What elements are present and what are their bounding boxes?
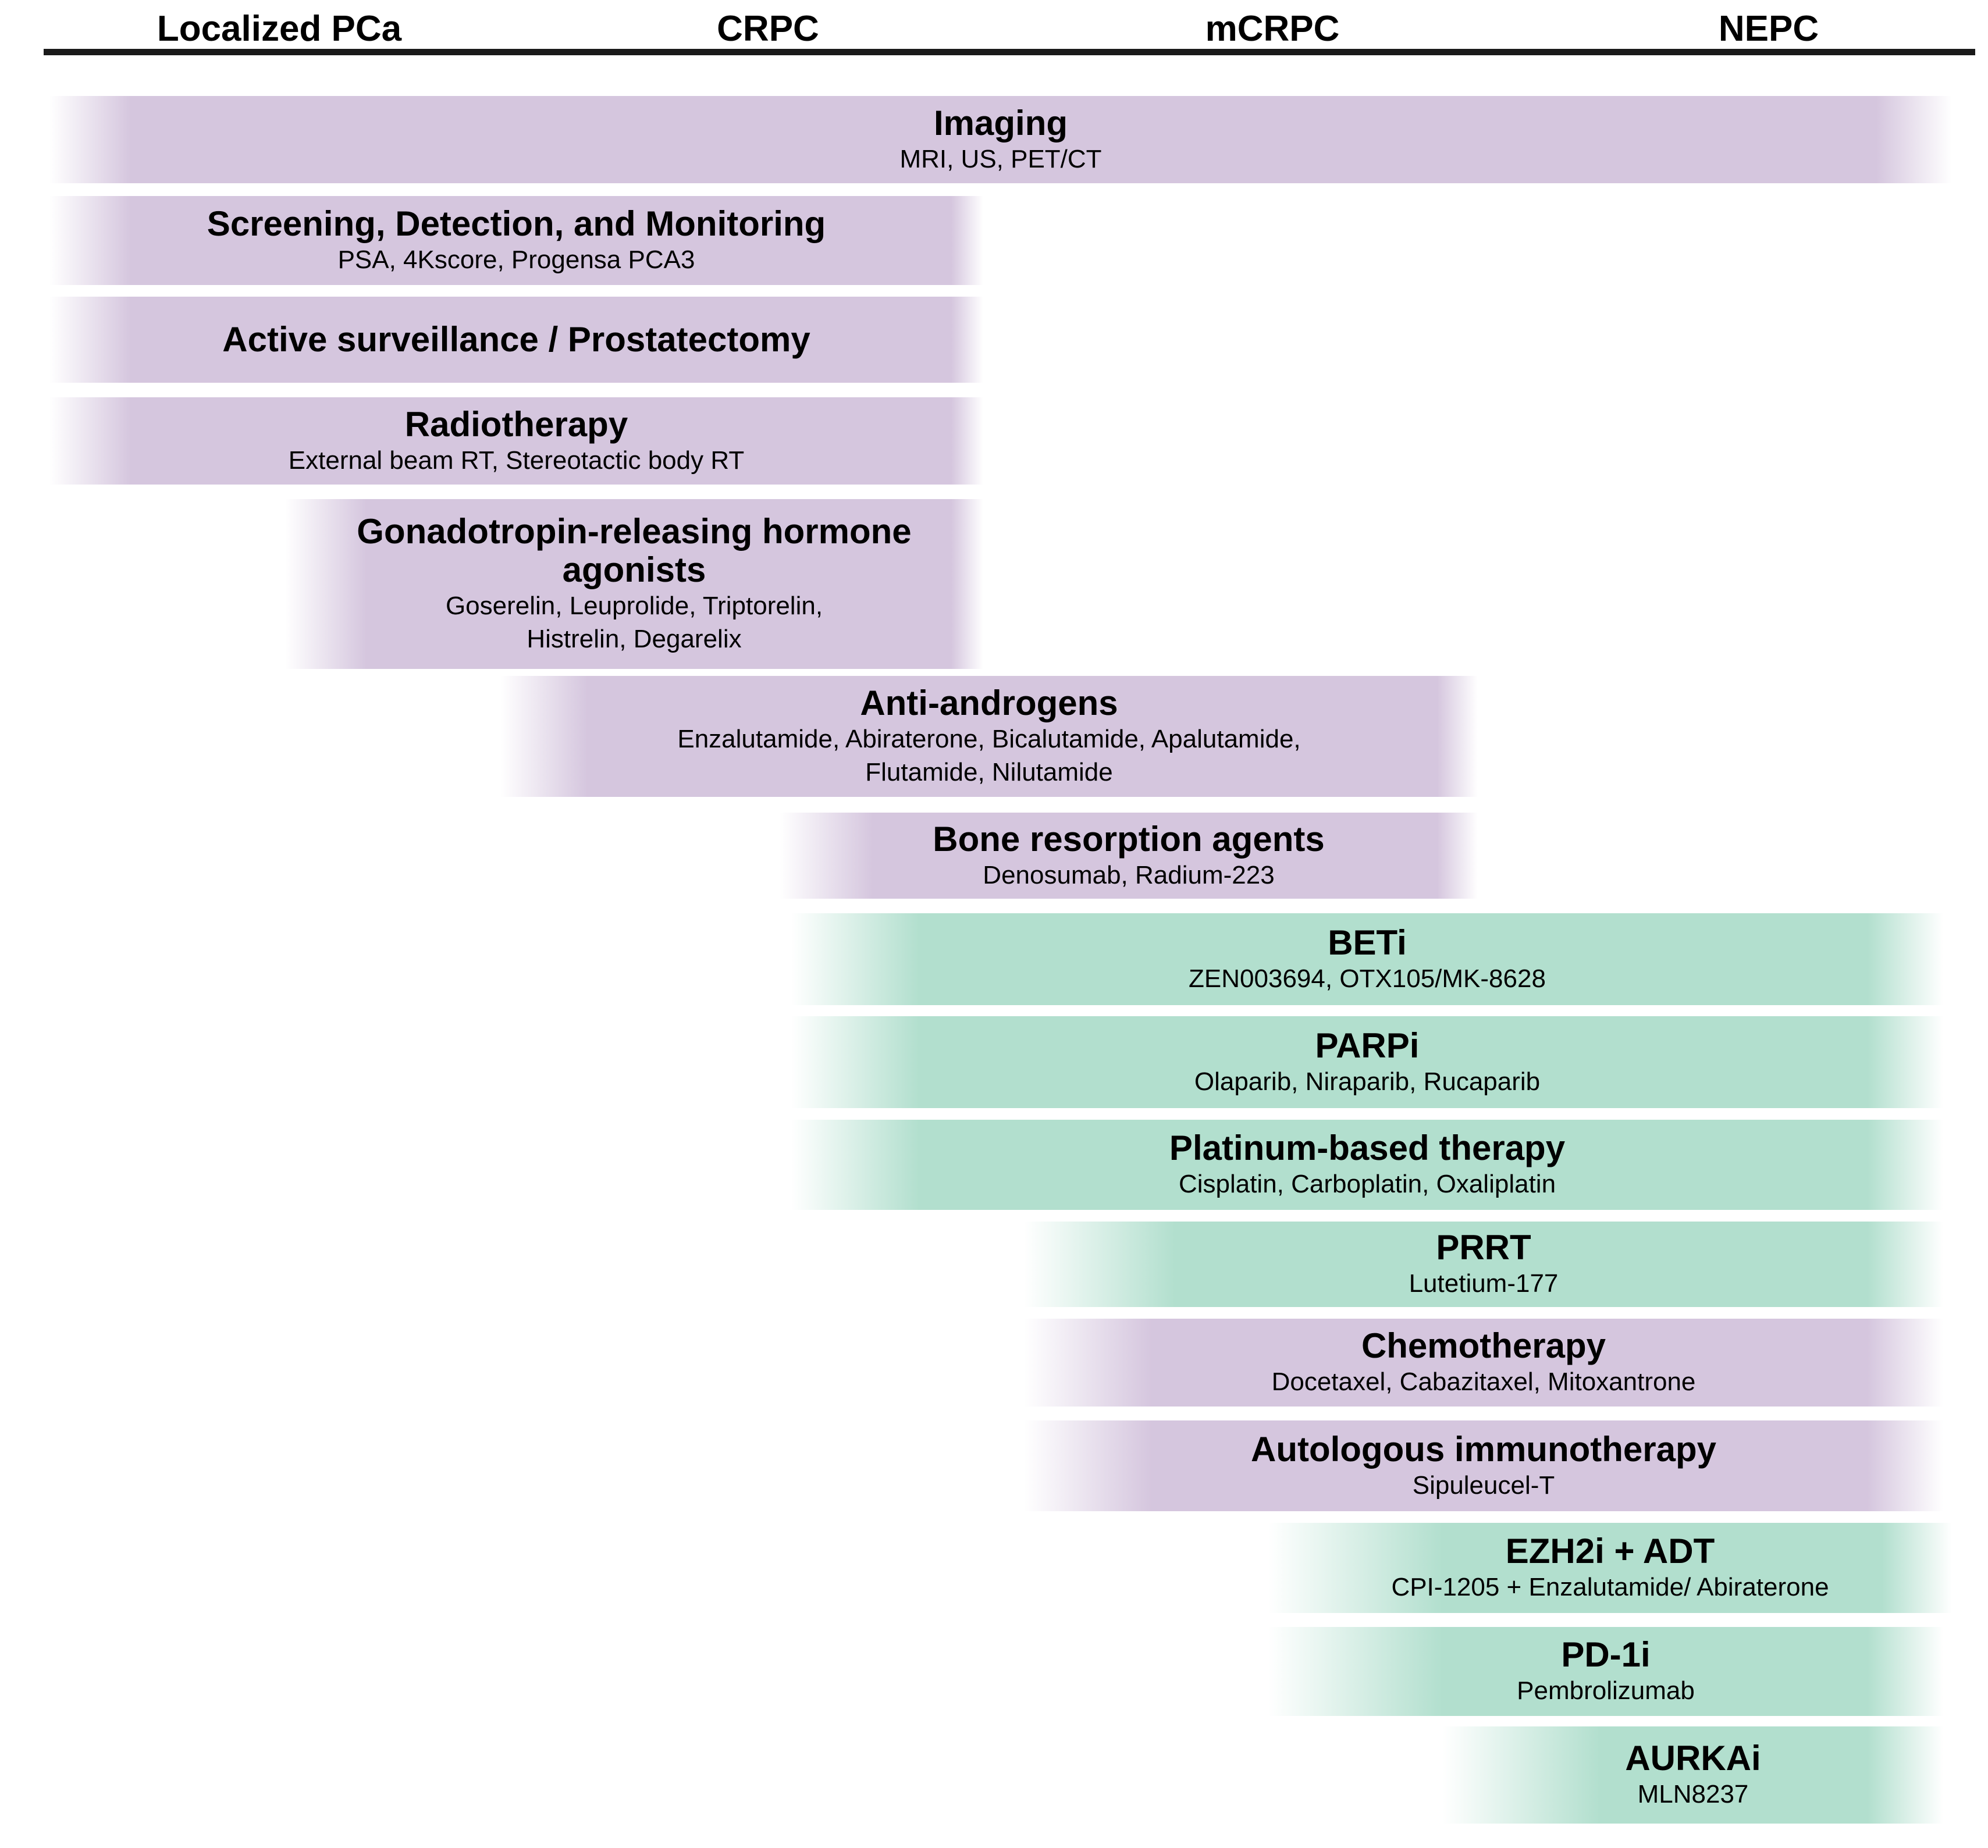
bar-subtitle: External beam RT, Stereotactic body RT [288, 446, 745, 475]
bar-title: Gonadotropin-releasing hormone [357, 512, 912, 551]
bar-title: EZH2i + ADT [1505, 1532, 1715, 1571]
bar-title: Platinum-based therapy [1169, 1128, 1566, 1167]
bar-title: Screening, Detection, and Monitoring [207, 204, 826, 243]
bar-title: AURKAi [1625, 1739, 1761, 1778]
bar-title: Anti-androgens [860, 683, 1118, 722]
header-rule [44, 49, 1975, 55]
bar-subtitle: Docetaxel, Cabazitaxel, Mitoxantrone [1271, 1368, 1696, 1396]
bar-title: Bone resorption agents [933, 819, 1325, 859]
bar-subtitle: MLN8237 [1637, 1780, 1749, 1808]
stage-header-mcrpc: mCRPC [1205, 9, 1340, 49]
bar-subtitle: Histrelin, Degarelix [527, 625, 742, 653]
stage-header-localized-pca: Localized PCa [157, 9, 402, 49]
bar-subtitle: PSA, 4Kscore, Progensa PCA3 [337, 245, 695, 274]
bar-title: Active surveillance / Prostatectomy [222, 320, 810, 359]
bar-title: Imaging [933, 103, 1068, 143]
bar-title: PD-1i [1561, 1635, 1651, 1674]
bar-title: BETi [1328, 923, 1407, 962]
bar-subtitle: Sipuleucel-T [1412, 1470, 1555, 1500]
bar-title: Autologous immunotherapy [1251, 1429, 1716, 1469]
bar-subtitle: Enzalutamide, Abiraterone, Bicalutamide,… [677, 725, 1301, 753]
bar-subtitle: Pembrolizumab [1517, 1676, 1695, 1705]
bar-title: PRRT [1436, 1228, 1531, 1267]
therapy-bar-active-surveillance-prostatectomy: Active surveillance / Prostatectomy [49, 297, 983, 383]
bar-title: PARPi [1315, 1026, 1420, 1065]
bar-title: Radiotherapy [404, 404, 628, 444]
bar-subtitle: Olaparib, Niraparib, Rucaparib [1194, 1067, 1541, 1096]
bar-subtitle: Goserelin, Leuprolide, Triptorelin, [445, 592, 823, 620]
bar-title: agonists [562, 550, 706, 589]
bar-subtitle: ZEN003694, OTX105/MK-8628 [1189, 964, 1546, 993]
stage-header-crpc: CRPC [717, 9, 819, 49]
bar-subtitle: Flutamide, Nilutamide [865, 758, 1113, 786]
stage-header-nepc: NEPC [1718, 9, 1819, 49]
bar-subtitle: MRI, US, PET/CT [899, 144, 1102, 173]
bar-subtitle: Cisplatin, Carboplatin, Oxaliplatin [1178, 1170, 1556, 1198]
bar-subtitle: Lutetium-177 [1409, 1269, 1559, 1298]
bar-subtitle: Denosumab, Radium-223 [983, 860, 1275, 889]
bar-subtitle: CPI-1205 + Enzalutamide/ Abiraterone [1391, 1573, 1829, 1601]
bar-title: Chemotherapy [1361, 1326, 1606, 1365]
